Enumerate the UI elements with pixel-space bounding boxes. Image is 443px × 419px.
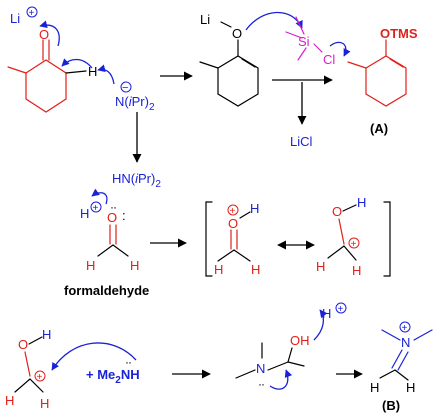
svg-text:O: O xyxy=(18,337,28,352)
svg-text:N(iPr)2: N(iPr)2 xyxy=(115,94,155,113)
svg-text:H: H xyxy=(42,327,51,342)
curly-arrow-n-lone-pair xyxy=(269,369,293,390)
label-a: (A) xyxy=(370,121,388,136)
curly-arrow-si-cl xyxy=(329,41,351,57)
lithium-enolate: O Li xyxy=(199,12,259,107)
dimethylamine: + Me2NH ·· xyxy=(86,355,140,386)
svg-text:H: H xyxy=(251,262,260,277)
svg-text:H: H xyxy=(40,396,49,411)
svg-text:−: − xyxy=(122,82,128,94)
svg-text:OH: OH xyxy=(290,333,310,348)
enolate-lithium: Li xyxy=(200,12,210,27)
svg-text:H: H xyxy=(406,380,415,395)
svg-text:+: + xyxy=(338,304,344,315)
svg-text:H: H xyxy=(5,393,14,408)
silyl-enol-ether: OTMS (A) xyxy=(347,26,418,136)
svg-text:H: H xyxy=(352,263,361,278)
svg-text:Li: Li xyxy=(10,11,20,26)
svg-text:+: + xyxy=(351,239,357,250)
lithium-cation: Li + xyxy=(10,6,38,26)
methylcyclohexanone: O H xyxy=(7,27,97,113)
svg-text:··: ·· xyxy=(125,355,131,369)
svg-text:N: N xyxy=(256,361,265,376)
curly-arrow-amine-attack xyxy=(51,342,137,371)
curly-arrow-lone-pair xyxy=(91,188,108,205)
svg-text:+: + xyxy=(29,8,35,19)
bracket-left xyxy=(205,201,213,277)
svg-text:Si: Si xyxy=(298,34,310,49)
protonated-formaldehyde: + O H H H xyxy=(214,201,260,277)
svg-text:O: O xyxy=(107,210,117,225)
curly-arrow-ch xyxy=(61,58,93,69)
svg-text:Cl: Cl xyxy=(323,52,335,67)
svg-text:+ Me2NH: + Me2NH xyxy=(86,367,140,386)
enolate-oxygen: O xyxy=(232,26,242,41)
svg-text:H: H xyxy=(214,262,223,277)
curly-arrow-o-si xyxy=(245,11,303,31)
svg-text:+: + xyxy=(93,203,99,214)
svg-text:··: ·· xyxy=(110,200,116,214)
curly-arrow-o-li xyxy=(39,20,60,47)
svg-text:H: H xyxy=(316,259,325,274)
diisopropylamine: HN(iPr)2 xyxy=(112,171,161,190)
curly-arrow-n-h xyxy=(97,64,115,85)
carbocation-bottom: O H + H H xyxy=(5,327,51,411)
svg-text:H: H xyxy=(130,258,139,273)
svg-text:OTMS: OTMS xyxy=(380,26,418,41)
label-b: (B) xyxy=(382,398,400,413)
svg-text:H: H xyxy=(250,201,259,216)
svg-text::: : xyxy=(122,208,126,223)
bracket-right xyxy=(383,201,391,277)
hemiaminal: N ·· OH H + xyxy=(235,302,347,391)
svg-text:N: N xyxy=(401,335,410,350)
proton-middle: H + xyxy=(80,201,102,221)
svg-text:+: + xyxy=(37,372,43,383)
svg-text:+: + xyxy=(230,206,236,217)
curly-arrow-proton-loss xyxy=(313,309,328,341)
ketone-oxygen: O xyxy=(39,27,49,42)
svg-text:H: H xyxy=(370,380,379,395)
svg-text:O: O xyxy=(228,216,238,231)
lda-base: − N(iPr)2 xyxy=(115,81,155,113)
svg-text:H: H xyxy=(80,206,89,221)
svg-text:+: + xyxy=(402,323,408,334)
alpha-hydrogen: H xyxy=(88,64,97,79)
svg-text:··: ·· xyxy=(258,377,264,391)
lithium-chloride: LiCl xyxy=(290,134,313,149)
svg-text:H: H xyxy=(357,195,366,210)
iminium-ion: + N H H (B) xyxy=(370,321,433,413)
formaldehyde-label: formaldehyde xyxy=(64,283,149,298)
hydroxymethyl-cation: O H + H H xyxy=(316,195,366,278)
svg-text:O: O xyxy=(332,204,342,219)
svg-text:H: H xyxy=(322,306,331,321)
svg-text:H: H xyxy=(86,258,95,273)
tms-chloride: Si Cl xyxy=(285,16,351,67)
formaldehyde-molecule: O ·· : H H formaldehyde xyxy=(64,200,149,298)
